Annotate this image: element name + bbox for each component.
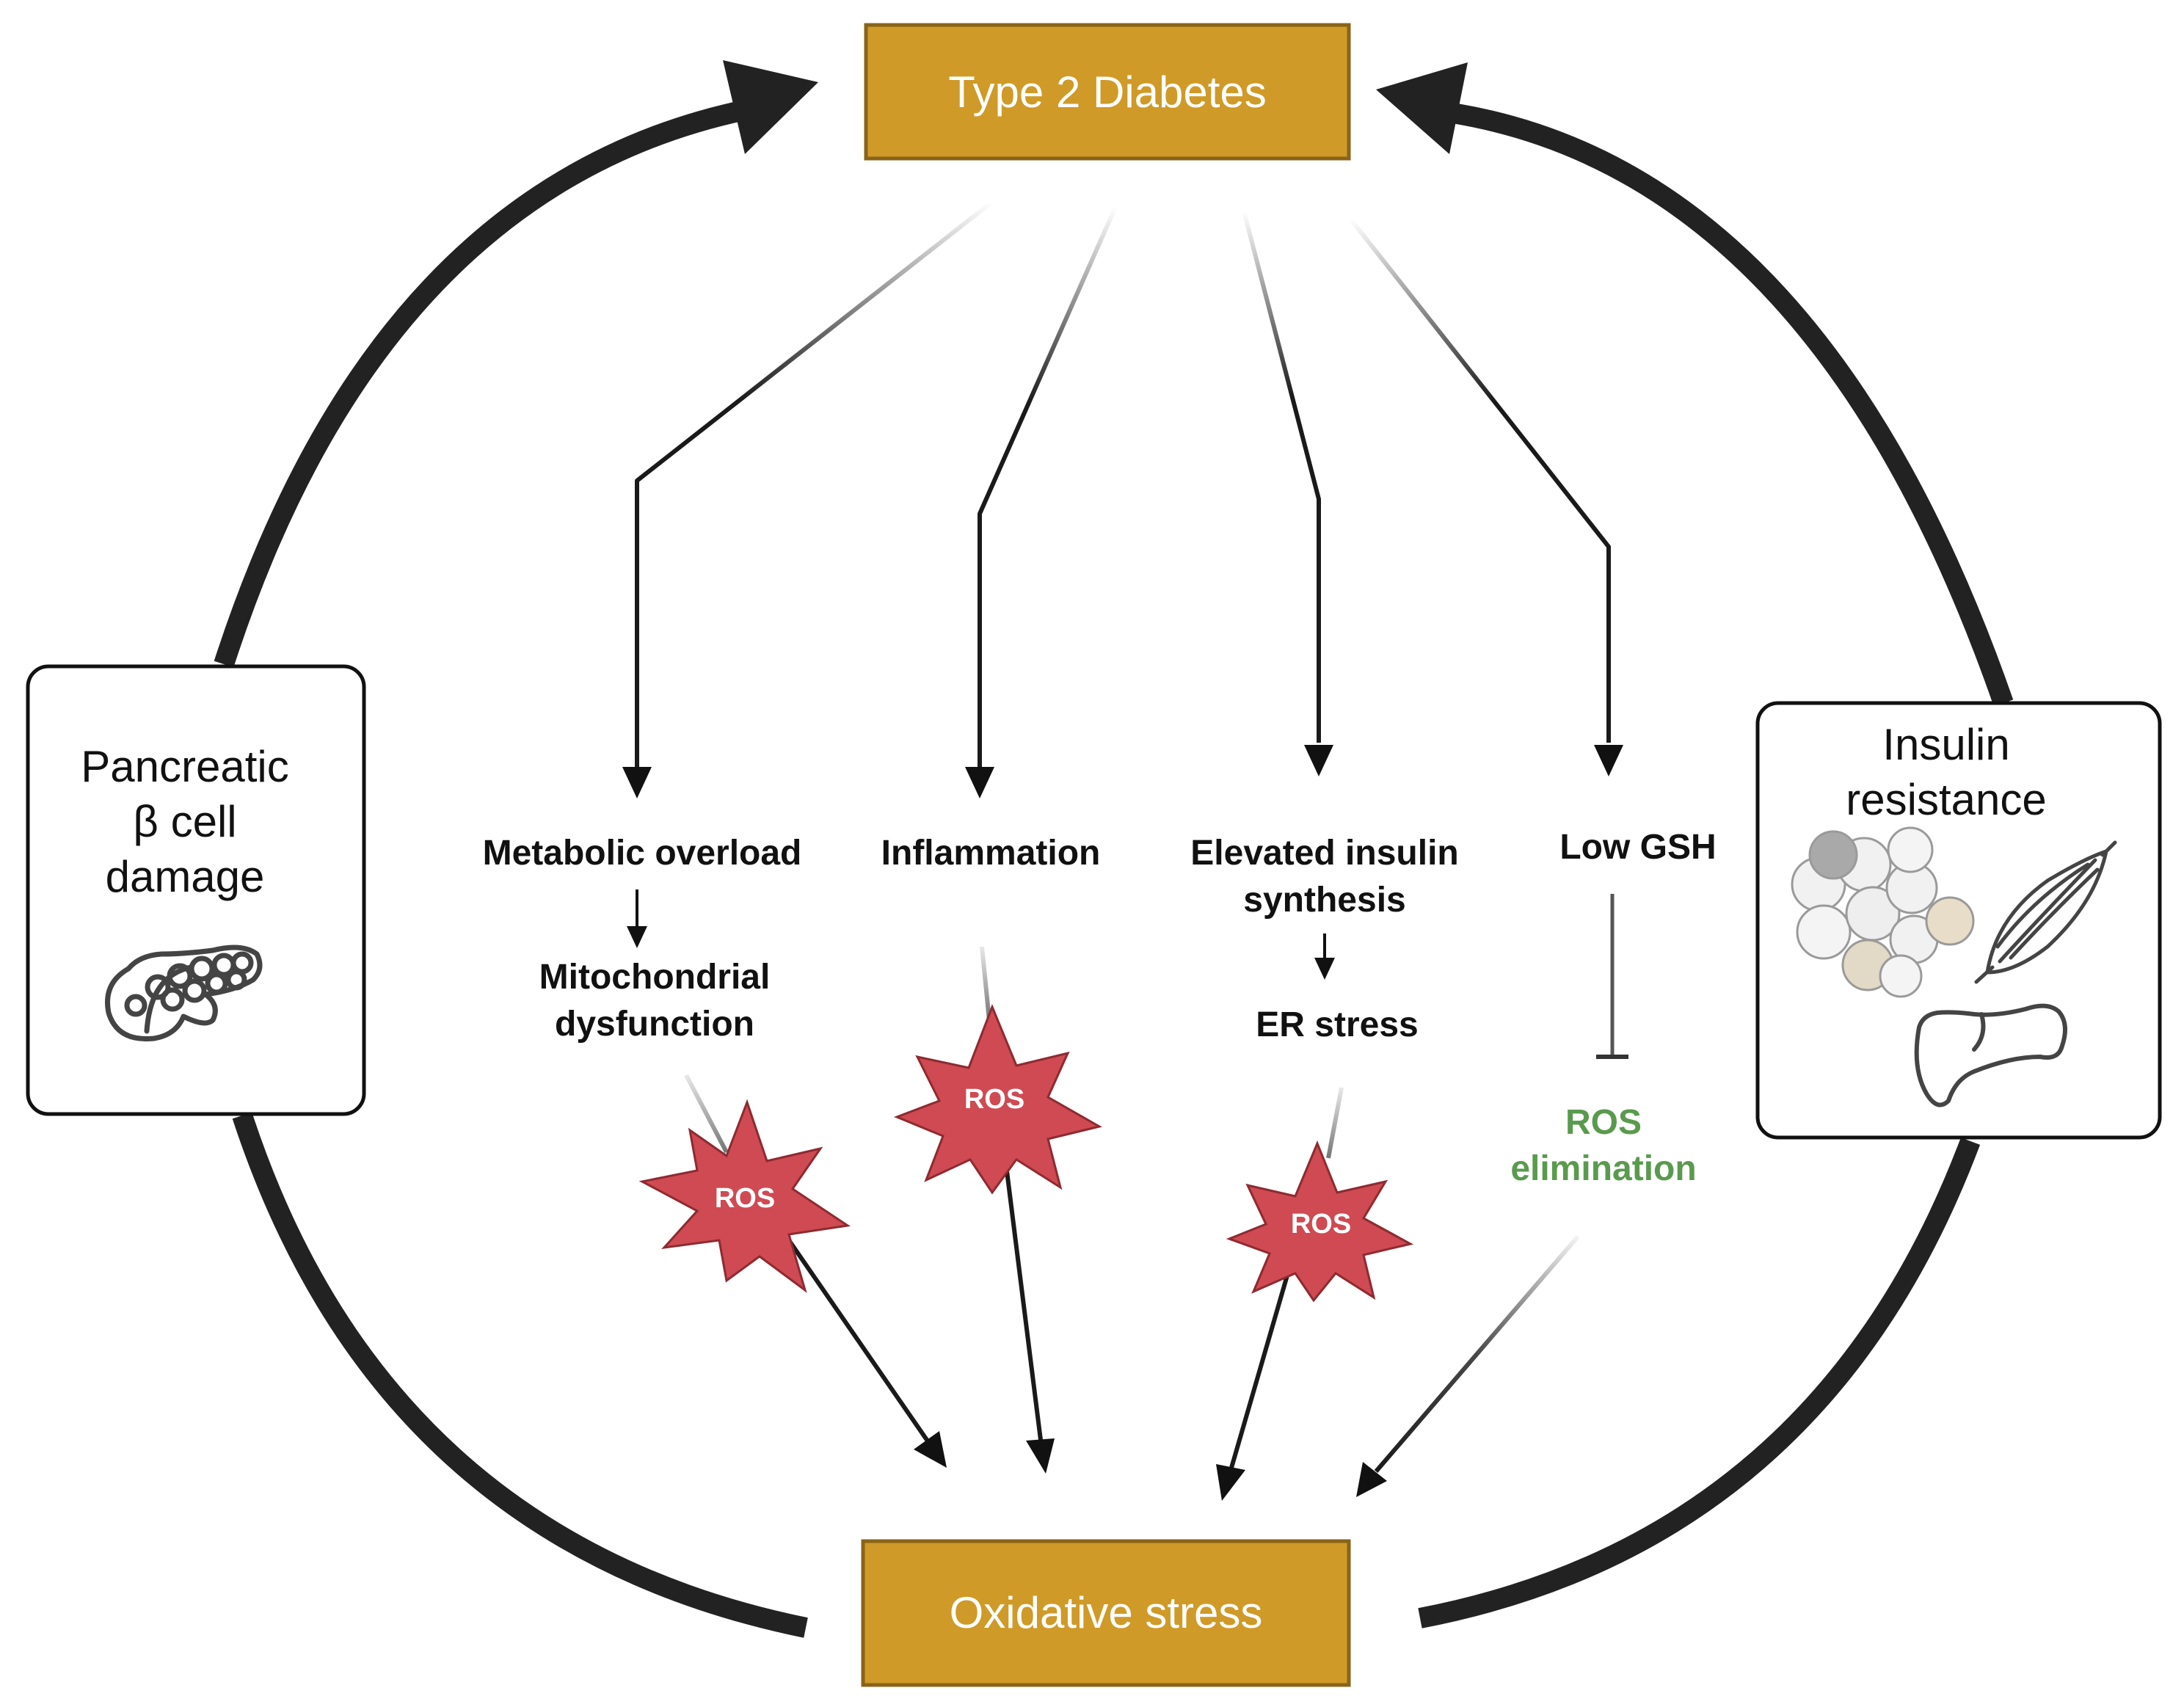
ros-star-2: ROS: [893, 1003, 1103, 1195]
ros-star-1: ROS: [638, 1099, 851, 1293]
liver-icon: [1914, 1003, 2067, 1107]
right-box-line-2: resistance: [1846, 775, 2046, 824]
pathway-arrows: [635, 200, 1611, 771]
mitochondrial-label-1: Mitochondrial: [539, 958, 771, 997]
arrow-ros2-oxidative: [1003, 1159, 1043, 1441]
insulin-resistance-box: Insulin resistance: [1755, 701, 2162, 1140]
cycle-arc-bottom-right: [1418, 1138, 1981, 1628]
cycle-arcs: [214, 96, 2014, 1638]
arrow-ros3-oxidative: [1229, 1247, 1297, 1468]
elevated-insulin-label-2: synthesis: [1243, 881, 1405, 920]
er-stress-label: ER stress: [1256, 1005, 1418, 1044]
ros-star-3: ROS: [1226, 1140, 1414, 1303]
arrowhead-metabolic: [622, 767, 652, 798]
arrow-to-inflammation: [978, 205, 1118, 771]
cycle-arc-top-right: [1455, 103, 2014, 707]
ros-star-3-label: ROS: [1291, 1209, 1351, 1240]
type-2-diabetes-label: Type 2 Diabetes: [948, 68, 1267, 117]
ros-elimination-label-1: ROS: [1565, 1103, 1642, 1142]
arrow-elimination-oxidative: [1374, 1235, 1580, 1473]
ros-star-2-label: ROS: [964, 1084, 1024, 1115]
pancreatic-damage-box: Pancreatic β cell damage: [26, 664, 366, 1116]
arrowhead-insulin: [1304, 745, 1333, 776]
right-box-line-1: Insulin: [1882, 720, 2009, 769]
gsh-inhibition: [1596, 894, 1628, 1059]
left-box-line-3: damage: [106, 852, 265, 901]
adipose-cells-icon: [1791, 826, 1975, 998]
pancreas-icon: [105, 945, 263, 1042]
metabolic-overload-label: Metabolic overload: [483, 834, 802, 873]
ros-arrowheads: [914, 1431, 1387, 1501]
cycle-arrowhead-right: [1376, 62, 1468, 154]
ros-stems: [684, 946, 1344, 1159]
sub-arrows: [627, 889, 1335, 980]
pathway-arrowheads: [622, 745, 1623, 798]
arrowhead-gsh: [1594, 745, 1623, 776]
cycle-arc-top-left: [214, 96, 765, 668]
left-box-line-1: Pancreatic: [81, 742, 288, 791]
type-2-diabetes-node: Type 2 Diabetes: [864, 23, 1351, 161]
oxidative-stress-label: Oxidative stress: [950, 1588, 1263, 1637]
arrow-ros1-oxidative: [787, 1239, 931, 1444]
mitochondrial-label-2: dysfunction: [555, 1005, 754, 1044]
ros-to-oxidative-arrows: [787, 1159, 1580, 1473]
ros-elimination-label-2: elimination: [1510, 1149, 1696, 1188]
arrow-to-gsh: [1348, 217, 1611, 743]
cycle-arc-bottom-left: [232, 1112, 808, 1638]
low-gsh-label: Low GSH: [1559, 828, 1716, 867]
inflammation-label: Inflammation: [881, 834, 1101, 873]
arrow-to-insulin: [1242, 211, 1321, 743]
arrowhead-inflammation: [965, 767, 994, 798]
ros-star-1-label: ROS: [715, 1183, 775, 1214]
cycle-arrowhead-left: [723, 60, 818, 154]
muscle-icon: [1974, 840, 2117, 984]
left-box-line-2: β cell: [133, 797, 236, 846]
oxidative-stress-node: Oxidative stress: [861, 1539, 1351, 1687]
arrow-to-metabolic: [635, 200, 994, 771]
elevated-insulin-label-1: Elevated insulin: [1190, 834, 1458, 873]
